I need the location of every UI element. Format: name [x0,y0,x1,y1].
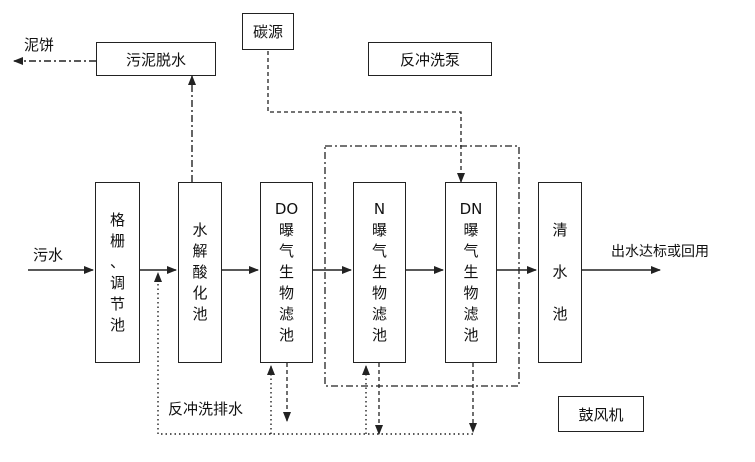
tank-char: 生 [371,263,387,281]
tank-char: 节 [109,294,125,313]
carbon-source-line [267,51,465,183]
do-aerated-biofilter: DO 曝 气 生 物 滤 池 [260,182,313,363]
tank-char: 生 [278,263,294,281]
carbon-source-box: 碳源 [242,13,294,50]
tank-char: 栅 [109,231,125,250]
carbon-source-label: 碳源 [252,23,283,41]
tank-char: 气 [463,242,479,260]
tank-char: 池 [109,315,125,334]
blower-box: 鼓风机 [558,396,644,432]
backwash-pump-box: 反冲洗泵 [368,42,492,76]
tank-char: 池 [463,326,479,344]
tank-char: 池 [278,326,294,344]
tank-char: 池 [192,305,208,323]
tank-char: 曝 [371,221,387,239]
backwash-drain-label: 反冲洗排水 [168,400,244,418]
tank-char: 格 [109,210,125,229]
tank-char: DN [459,200,483,218]
sewage-label: 污水 [33,246,64,264]
tank-char: N [373,200,386,218]
tank-char: 生 [463,263,479,281]
tank-char: 物 [463,284,479,302]
tank-char: 解 [192,242,208,260]
backwash-pump-label: 反冲洗泵 [399,50,460,69]
blower-label: 鼓风机 [578,405,624,424]
backwash-enclosure [324,145,520,387]
tank-char: 曝 [463,221,479,239]
clear-water-tank: 清 水 池 [538,182,582,363]
tank-char: DO [274,200,299,218]
tank-char: 滤 [371,305,387,323]
sludge-cake-label: 泥饼 [24,36,55,54]
dn-aerated-biofilter: DN 曝 气 生 物 滤 池 [445,182,497,363]
sludge-dewatering-box: 污泥脱水 [96,42,216,76]
tank-char: 物 [371,284,387,302]
tank-char: 滤 [463,305,479,323]
effluent-label: 出水达标或回用 [611,244,709,260]
tank-char: 池 [371,326,387,344]
tank-char: 滤 [278,305,294,323]
tank-char: 清 [552,221,568,239]
tank-char: 气 [278,242,294,260]
screen-regulating-tank: 格 栅 、 调 节 池 [95,182,140,363]
tank-char: 化 [192,284,208,302]
tank-char: 酸 [192,263,208,281]
tank-char: 池 [552,305,568,323]
backwash-drain-line [154,272,473,435]
tank-char: 物 [278,284,294,302]
hydrolysis-acidification-tank: 水 解 酸 化 池 [178,182,222,363]
n-aerated-biofilter: N 曝 气 生 物 滤 池 [353,182,406,363]
tank-char: 水 [192,221,208,239]
tank-char: 、 [109,252,125,271]
tank-char: 气 [371,242,387,260]
tank-char: 调 [109,273,125,292]
sludge-dewatering-label: 污泥脱水 [125,50,186,69]
tank-char: 曝 [278,221,294,239]
tank-char: 水 [552,263,568,281]
